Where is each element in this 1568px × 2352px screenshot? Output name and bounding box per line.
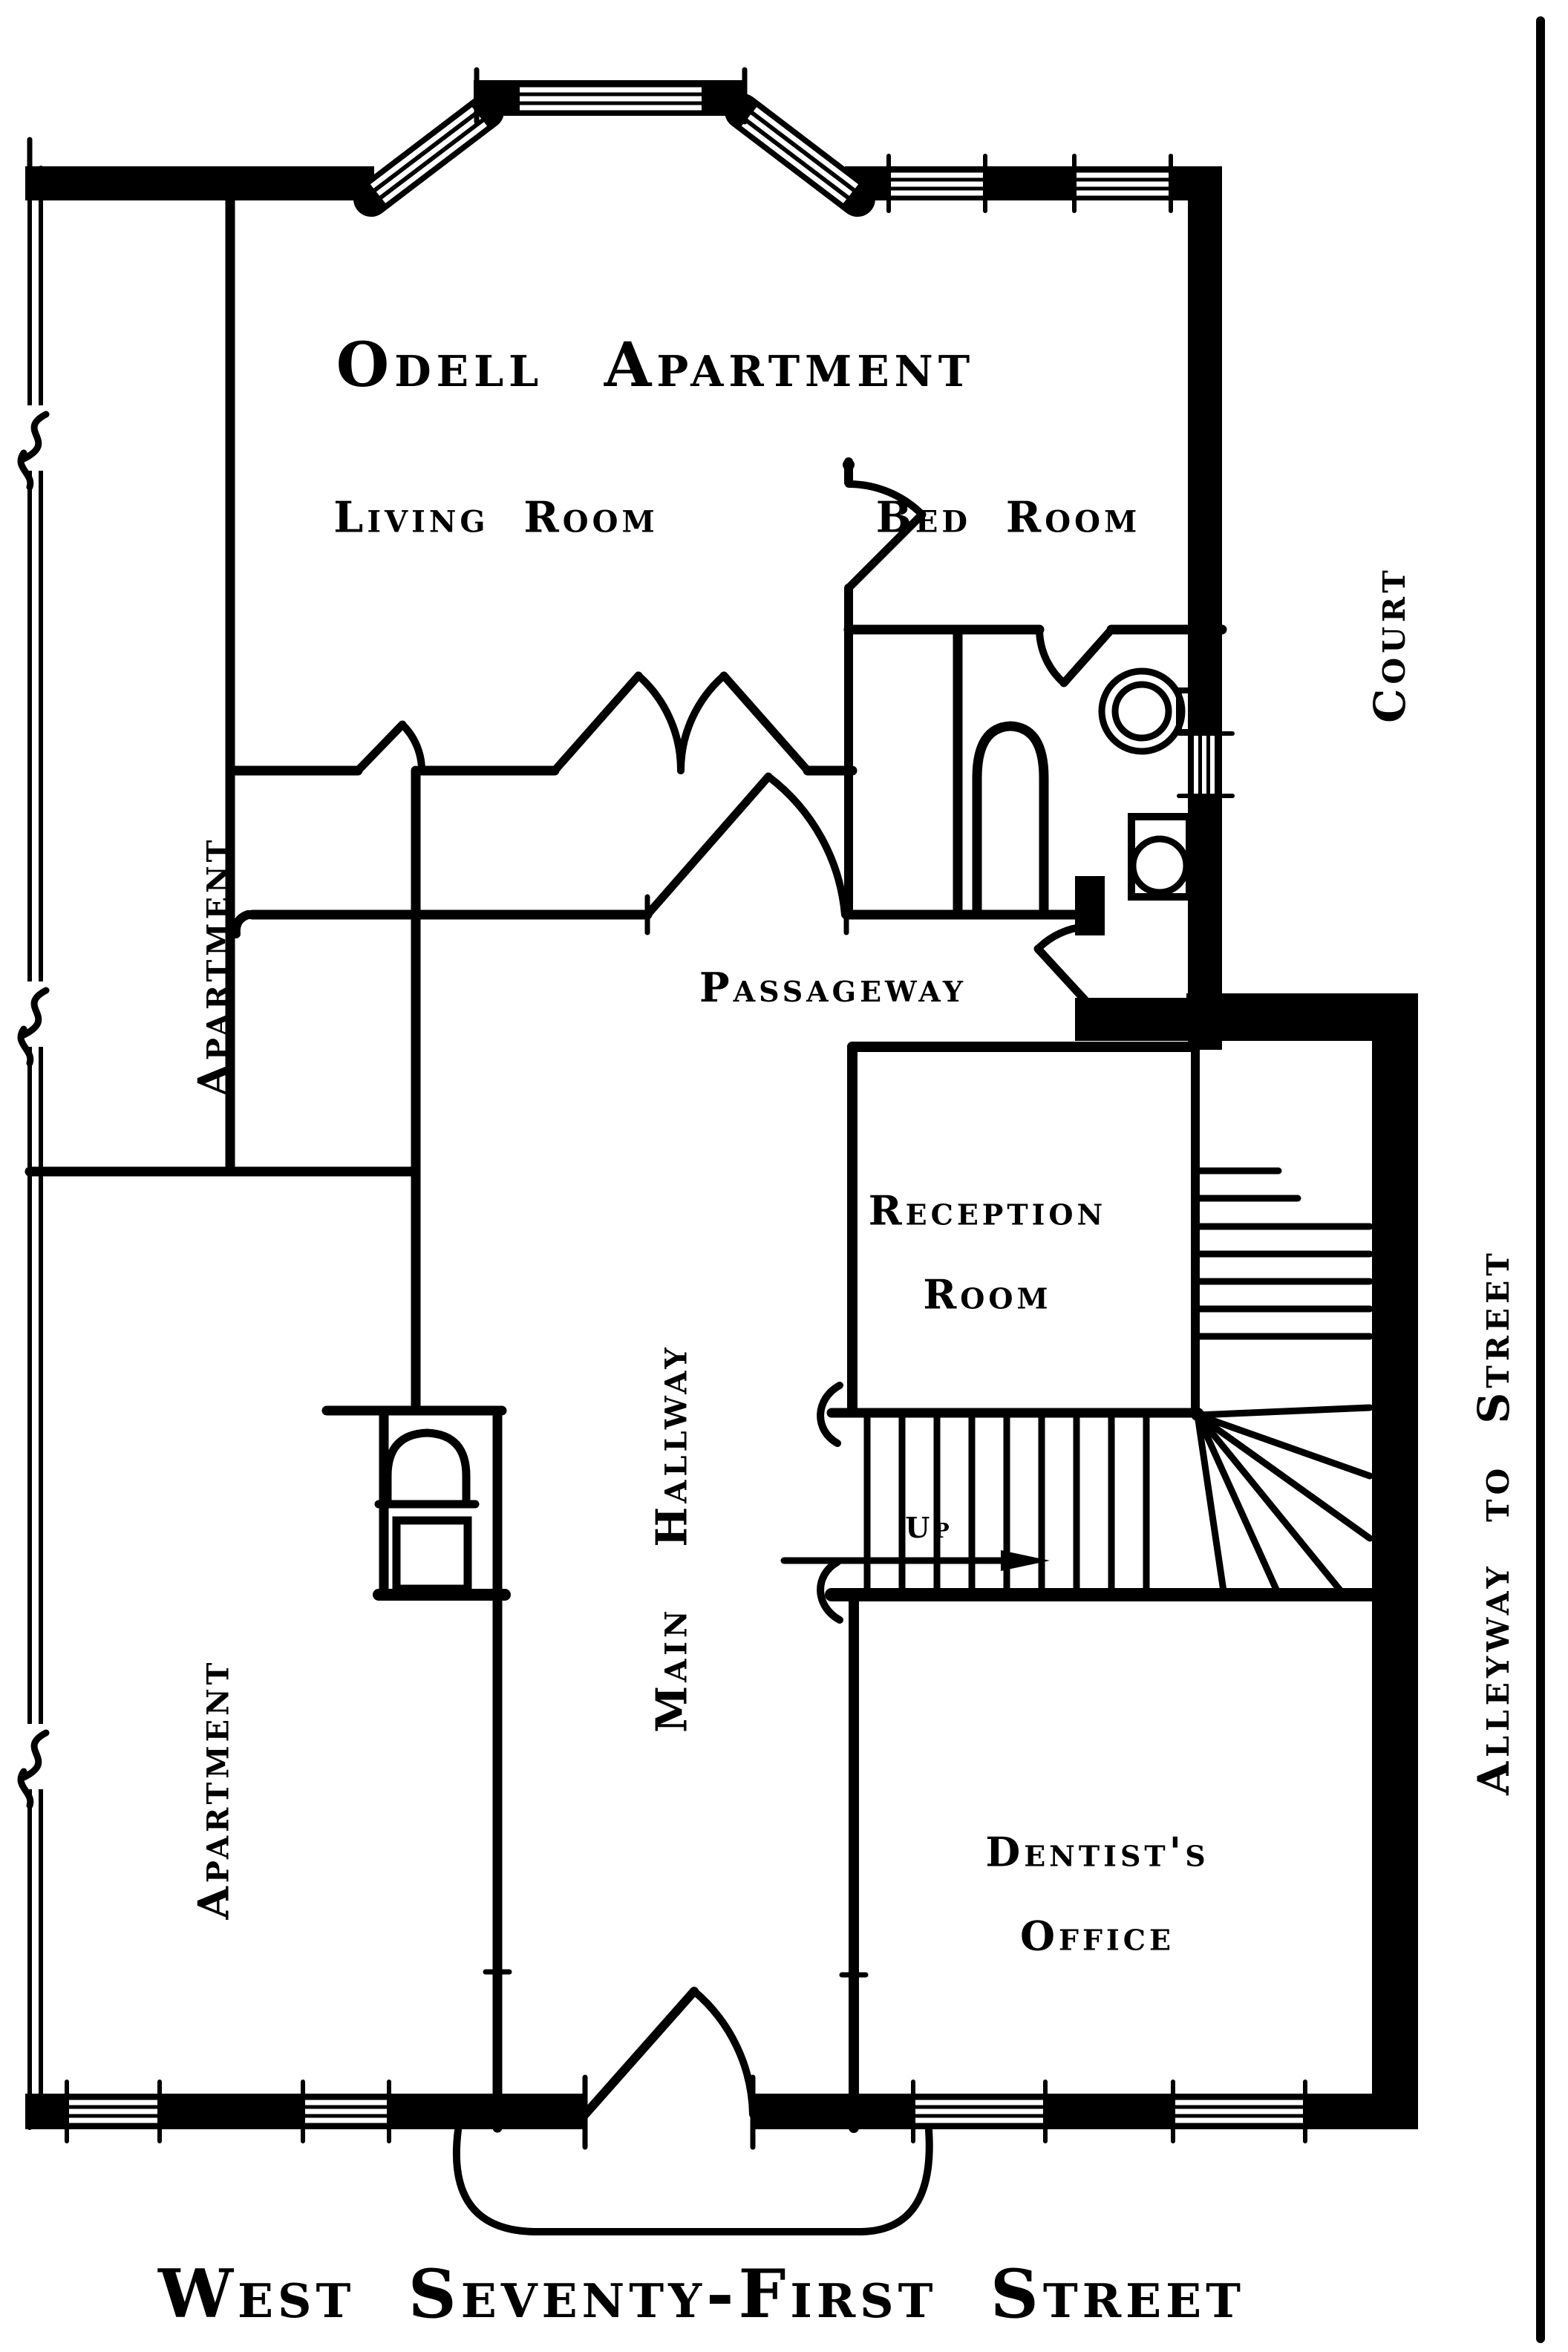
stair-winders [1191,1404,1373,1595]
living-room-double-door [550,671,812,775]
living-room-door [353,720,426,775]
dentist-line-2: Office [1020,1912,1175,1960]
washbasin-icon [1128,813,1193,901]
bay-window [353,67,875,217]
stair-treads-upper [1195,1167,1373,1340]
room-label-reception-room: Reception Room [869,1169,1107,1338]
bathroom-fixtures [972,667,1198,920]
bedroom-door [844,480,927,592]
room-label-bed-room: Bed Room [875,492,1141,543]
plan-title: Odell Apartment [336,330,976,401]
entrance-stoop [452,2126,933,2235]
staircase [780,1167,1379,1624]
toilet-icon [1098,667,1198,755]
room-label-passageway: Passageway [699,964,967,1011]
room-label-main-hallway: Main Hallway [647,1344,697,1733]
dentist-line-1: Dentist's [985,1828,1209,1876]
bathtub-icon [972,721,1049,920]
room-label-apartment-lower: Apartment [189,1659,239,1920]
dumbwaiter-icon [374,1428,480,1509]
niche-fixtures [374,1428,480,1593]
label-alleyway-to-street: Alleyway to Street [1469,1249,1519,1795]
room-label-apartment-upper: Apartment [189,836,239,1097]
exterior-walls [25,137,1418,2130]
window-jamb-ticks [65,2080,1307,2143]
wall-break-marks [17,405,52,1809]
doors [353,480,1116,2150]
label-court: Court [1365,566,1415,723]
front-entrance-door [581,1987,757,2150]
window-hatching [65,154,1307,2143]
room-label-dentists-office: Dentist's Office [985,1811,1209,1979]
shaft-icon [392,1516,472,1593]
bathroom-door [1036,625,1116,687]
stair-up-label: Up [905,1511,954,1544]
reception-line-1: Reception [868,1186,1107,1235]
passage-door [643,772,849,919]
reception-line-2: Room [923,1271,1052,1319]
up-arrow [780,1550,1050,1571]
label-west-seventy-first-street: West Seventy-First Street [157,2255,1246,2333]
passageway-exit-door [1033,923,1093,1008]
room-label-living-room: Living Room [333,492,659,543]
